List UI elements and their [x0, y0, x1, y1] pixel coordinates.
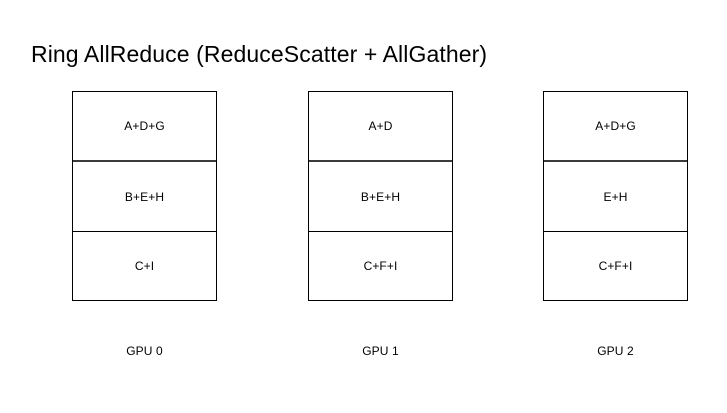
gpu-box-0: A+D+G B+E+H C+I: [72, 91, 217, 301]
gpu-0-chunk-2-label: C+I: [134, 259, 155, 273]
gpu-0-chunk-1-label: B+E+H: [124, 189, 165, 204]
gpu-1-chunk-0-label: A+D: [368, 119, 393, 133]
gpu-1-chunk-1: B+E+H: [309, 162, 452, 232]
gpu-0-chunk-1: B+E+H: [73, 162, 216, 232]
gpu-0-chunk-0-label: A+D+G: [124, 119, 165, 133]
gpu-2-chunk-0: A+D+G: [544, 92, 687, 162]
gpu-2-caption: GPU 2: [597, 344, 634, 358]
gpu-1-chunk-2: C+F+I: [309, 232, 452, 300]
gpu-2-chunk-2-label: C+F+I: [598, 259, 633, 273]
gpu-2-chunk-1: E+H: [544, 162, 687, 232]
gpu-box-2: A+D+G E+H C+F+I: [543, 91, 688, 301]
gpu-0-chunk-2: C+I: [73, 232, 216, 300]
gpu-column-1: A+D B+E+H C+F+I GPU 1: [308, 91, 453, 358]
gpu-2-chunk-0-label: A+D+G: [595, 119, 636, 133]
gpu-1-chunk-2-label: C+F+I: [363, 259, 398, 273]
gpu-box-1: A+D B+E+H C+F+I: [308, 91, 453, 301]
page-title: Ring AllReduce (ReduceScatter + AllGathe…: [31, 41, 488, 67]
gpu-1-caption: GPU 1: [362, 344, 399, 358]
gpu-1-chunk-0: A+D: [309, 92, 452, 162]
gpu-1-chunk-1-label: B+E+H: [360, 189, 401, 204]
gpu-0-chunk-0: A+D+G: [73, 92, 216, 162]
gpu-2-chunk-1-label: E+H: [603, 189, 628, 204]
gpu-2-chunk-2: C+F+I: [544, 232, 687, 300]
gpu-0-caption: GPU 0: [126, 344, 163, 358]
gpu-column-2: A+D+G E+H C+F+I GPU 2: [543, 91, 688, 358]
gpu-column-0: A+D+G B+E+H C+I GPU 0: [72, 91, 217, 358]
